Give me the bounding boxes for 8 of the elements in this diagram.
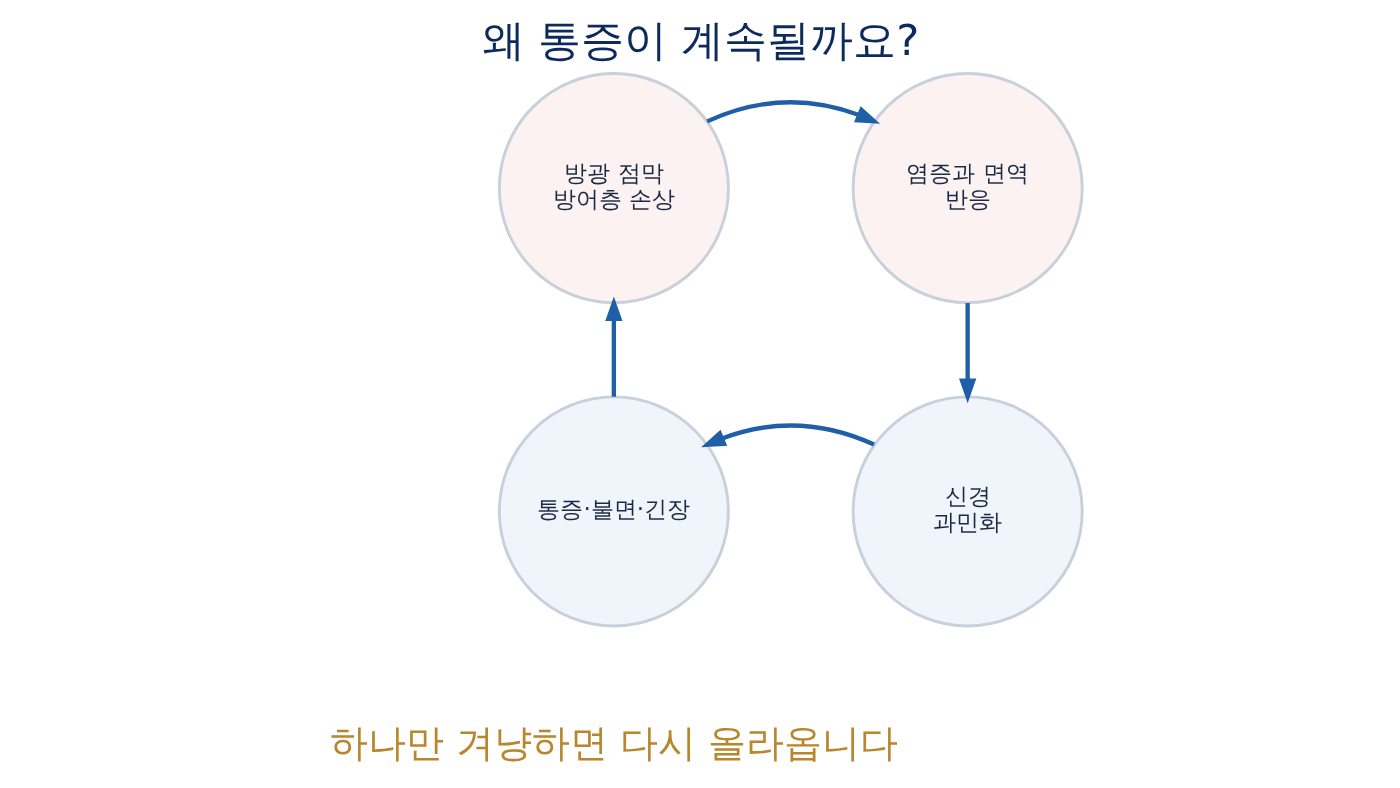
- diagram-title: 왜 통증이 계속될까요?: [481, 14, 919, 65]
- node-circle: 신경 과민화: [851, 395, 1084, 628]
- arrow: [700, 423, 875, 448]
- caption: 하나만 겨냥하면 다시 올라옵니다: [329, 721, 898, 766]
- arrow: [604, 296, 622, 397]
- arrow: [958, 303, 976, 404]
- arrow: [705, 100, 880, 124]
- node-circle: 방광 점막 방어층 손상: [497, 72, 730, 305]
